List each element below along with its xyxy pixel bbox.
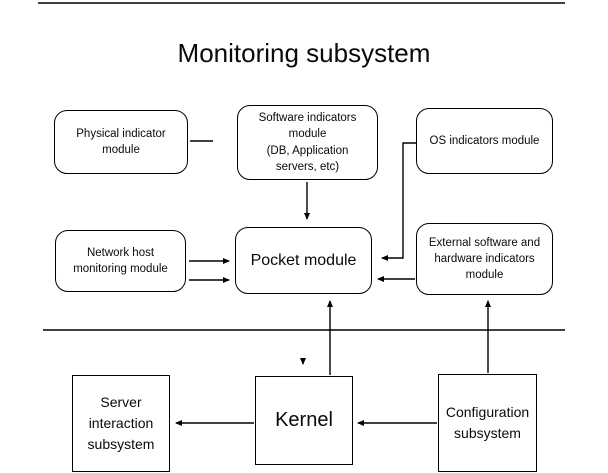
node-configuration-subsystem: Configuration subsystem [438, 374, 537, 472]
node-os-indicators-module: OS indicators module [416, 108, 553, 174]
node-physical-indicator-module: Physical indicator module [54, 110, 188, 174]
node-software-indicators-module: Software indicators module (DB, Applicat… [237, 105, 378, 180]
page-title: Monitoring subsystem [177, 38, 431, 68]
arrow-os-to-pocket [381, 142, 416, 261]
node-kernel: Kernel [255, 376, 353, 465]
node-pocket-module: Pocket module [235, 227, 372, 294]
node-external-software-hardware-indicators-module: External software and hardware indicator… [416, 223, 553, 295]
node-network-host-monitoring-module: Network host monitoring module [55, 230, 186, 292]
node-server-interaction-subsystem: Server interaction subsystem [72, 375, 170, 472]
